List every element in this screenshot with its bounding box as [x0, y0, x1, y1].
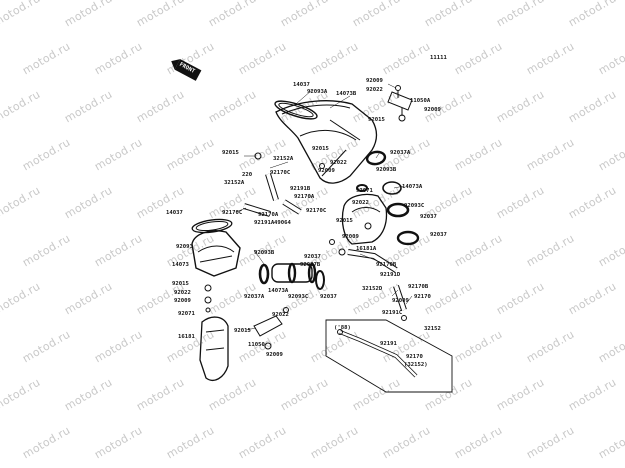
part-number-label: 16181 — [178, 334, 195, 340]
part-number-label: 92191D — [380, 272, 401, 278]
leader-lines — [235, 83, 413, 331]
part-number-label: ('88) — [334, 325, 351, 331]
part-number-label: 92170C — [270, 170, 291, 176]
air-box-left — [191, 218, 241, 277]
part-number-label: 92170C — [306, 208, 327, 214]
part-number-label: 92009 — [392, 298, 409, 304]
part-number-label: 92071 — [178, 311, 195, 317]
part-number-label: 92037 — [430, 232, 447, 238]
part-number-label: 92170 — [406, 354, 423, 360]
cover-left-lower — [199, 284, 229, 381]
resonator-box — [341, 193, 388, 245]
part-number-label: 32152D — [362, 286, 383, 292]
part-number-label: 92170 — [414, 294, 431, 300]
bracket-lower-left — [253, 307, 289, 350]
part-number-label: 92009 — [342, 234, 359, 240]
hose-middle — [258, 262, 325, 290]
part-number-label: 92170B — [408, 284, 429, 290]
part-number-label: 32152A — [273, 156, 294, 162]
part-number-label: 11050A — [410, 98, 431, 104]
figure-reference: 11111 — [430, 55, 447, 61]
part-number-label: 92037 — [320, 294, 337, 300]
part-number-label: 92037 — [304, 254, 321, 260]
part-number-label: 92170B — [376, 262, 397, 268]
hose-rings-right — [356, 150, 420, 246]
part-number-label: 92191A — [254, 220, 275, 226]
part-number-label: 92093 — [176, 244, 193, 250]
part-number-label: (32152) — [404, 362, 428, 368]
part-number-label: 92093B — [254, 250, 275, 256]
part-number-label: 14073A — [268, 288, 289, 294]
part-number-label: 92037B — [300, 262, 321, 268]
part-number-label: 92009 — [366, 78, 383, 84]
part-number-label: 92022 — [352, 200, 369, 206]
part-number-label: 92071 — [356, 188, 373, 194]
part-number-label: 92170A — [294, 194, 315, 200]
part-number-label: 92015 — [222, 150, 239, 156]
part-number-label: 92037 — [420, 214, 437, 220]
part-number-label: 92191B — [290, 186, 311, 192]
part-number-label: 32152 — [424, 326, 441, 332]
part-number-label: 14073A — [402, 184, 423, 190]
part-number-label: 92015 — [312, 146, 329, 152]
part-number-label: 92170A — [258, 212, 279, 218]
part-number-label: 92037A — [244, 294, 265, 300]
small-hose-center — [243, 152, 335, 245]
part-number-label: 11050 — [248, 342, 265, 348]
part-number-label: 92015 — [368, 117, 385, 123]
part-number-label: 92009 — [266, 352, 283, 358]
part-number-label: 92093C — [288, 294, 309, 300]
part-number-label: 14073B — [336, 91, 357, 97]
part-number-label: 92009 — [318, 168, 335, 174]
part-number-label: 92015 — [234, 328, 251, 334]
part-number-label: 92191 — [380, 341, 397, 347]
intake-duct-upper — [275, 100, 378, 184]
part-number-label: 92037A — [390, 150, 411, 156]
part-number-label: 92093B — [376, 167, 397, 173]
part-number-label: 92022 — [366, 87, 383, 93]
bracket-upper-right — [387, 85, 413, 122]
part-number-label: 92022 — [330, 160, 347, 166]
part-number-label: 14037 — [293, 82, 310, 88]
part-number-label: 14073 — [172, 262, 189, 268]
part-number-label: 92015 — [336, 218, 353, 224]
part-number-label: 49064 — [274, 220, 291, 226]
band-ring-upper — [274, 100, 318, 120]
part-number-label: 92170C — [222, 210, 243, 216]
part-number-label: 220 — [242, 172, 253, 178]
part-number-label: 32152A — [224, 180, 245, 186]
tube-assembly-right — [338, 248, 407, 321]
part-number-label: 92191C — [382, 310, 403, 316]
part-number-label: 92009 — [424, 107, 441, 113]
part-number-label: 14037 — [166, 210, 183, 216]
inset-1988 — [325, 319, 453, 393]
part-number-label: 92093C — [404, 203, 425, 209]
part-number-label: 92015 — [172, 281, 189, 287]
part-number-label: 92022 — [174, 290, 191, 296]
part-number-label: 92009 — [174, 298, 191, 304]
part-number-label: 92022 — [272, 312, 289, 318]
part-number-label: 92093A — [307, 89, 328, 95]
part-number-label: 16181A — [356, 246, 377, 252]
